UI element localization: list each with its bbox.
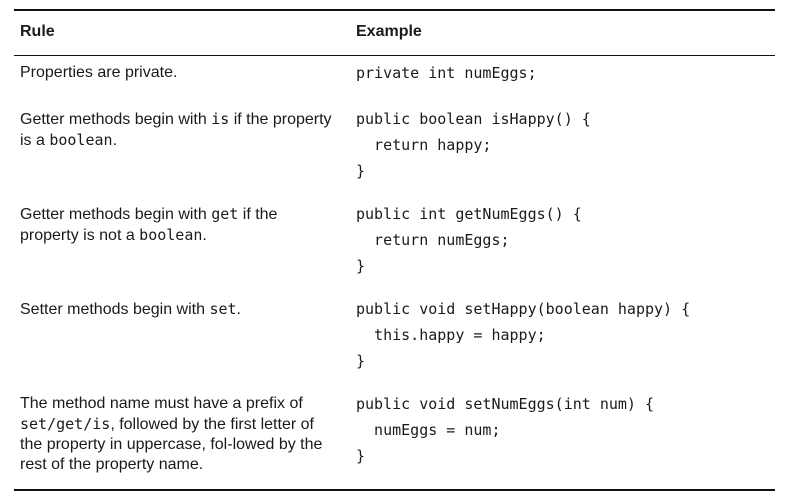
rule-text: . xyxy=(112,132,118,149)
rule-text: if the property is a xyxy=(20,111,332,149)
header-rule: Rule xyxy=(20,23,55,40)
rule-text: . xyxy=(236,301,241,318)
code-example: public boolean isHappy() { return happy;… xyxy=(356,110,591,180)
rule-code-term: get xyxy=(211,205,239,223)
rule-code-term: is xyxy=(211,110,230,128)
header-example: Example xyxy=(356,23,422,40)
rule-code-term: boolean xyxy=(139,226,203,244)
rule-cell: Setter methods begin with set. xyxy=(20,299,338,320)
rule-code-term: set xyxy=(209,300,237,318)
header-divider xyxy=(14,55,775,56)
table-bottom-rule xyxy=(14,489,775,491)
rule-text: Properties are private. xyxy=(20,64,178,81)
rule-text: , followed by the first letter of the pr… xyxy=(20,416,323,473)
rule-text: Getter methods begin with xyxy=(20,111,212,128)
rule-text: if the property is not a xyxy=(20,206,278,244)
rule-cell: Properties are private. xyxy=(20,63,338,83)
code-example: private int numEggs; xyxy=(356,64,537,82)
rule-text: . xyxy=(202,227,207,244)
code-example: public void setHappy(boolean happy) { th… xyxy=(356,300,691,370)
rule-code-term: boolean xyxy=(49,131,113,149)
rule-text: Setter methods begin with xyxy=(20,301,210,318)
rule-cell: Getter methods begin with get if the pro… xyxy=(20,204,338,246)
rule-text: The method name must have a prefix of xyxy=(20,395,303,412)
rule-text: Getter methods begin with xyxy=(20,206,212,223)
rule-cell: Getter methods begin with is if the prop… xyxy=(20,109,338,151)
rule-code-term: set/get/is xyxy=(20,415,111,433)
table-top-rule xyxy=(14,9,775,11)
code-example: public int getNumEggs() { return numEggs… xyxy=(356,205,582,275)
code-example: public void setNumEggs(int num) { numEgg… xyxy=(356,395,655,465)
rule-cell: The method name must have a prefix of se… xyxy=(20,394,338,475)
